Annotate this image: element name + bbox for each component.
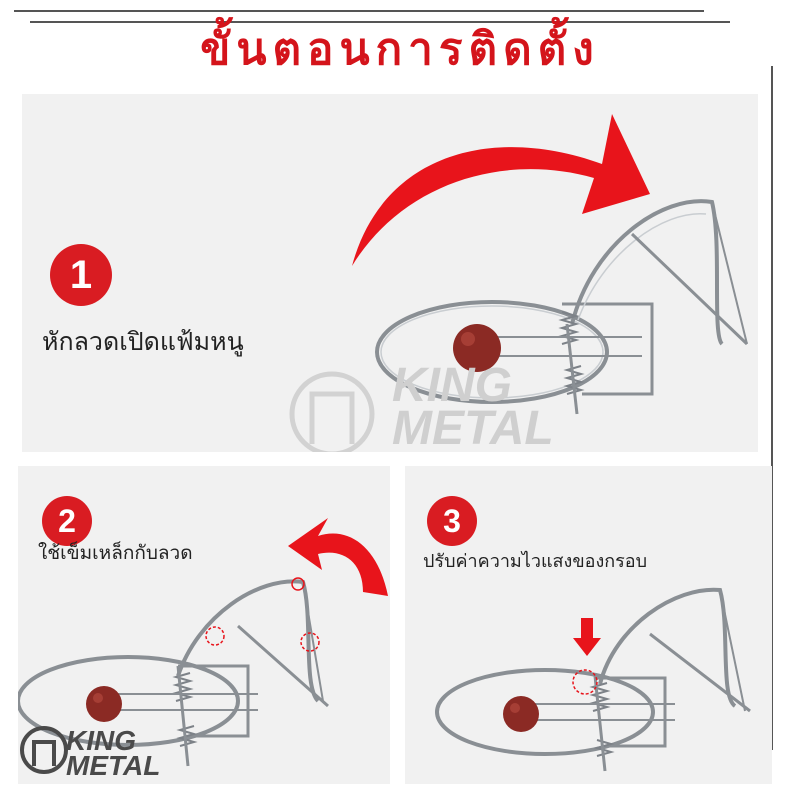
step-2-badge: 2	[42, 496, 92, 546]
step-3-panel: 3 ปรับค่าความไวแสงของกรอบ	[405, 466, 772, 784]
highlight-circle	[572, 669, 598, 695]
step-1-illustration	[352, 114, 749, 415]
watermark-king: KING METAL	[66, 725, 161, 782]
down-arrow-icon	[573, 618, 601, 656]
step-1-panel: 1 หักลวดเปิดแฟ้มหนู KING METAL	[22, 94, 758, 452]
watermark-emblem-icon	[20, 726, 68, 774]
step-3-illustration	[435, 587, 751, 772]
step-2-illustration	[18, 518, 388, 767]
watermark-line2: METAL	[66, 750, 161, 782]
watermark-emblem-icon	[289, 371, 375, 452]
highlight-circle	[205, 626, 225, 646]
watermark-line1: KING	[392, 359, 512, 412]
watermark-king: KING METAL	[392, 359, 554, 452]
step-3-label: ปรับค่าความไวแสงของกรอบ	[423, 551, 648, 572]
step-3-badge: 3	[427, 496, 477, 546]
curved-arrow-icon	[288, 518, 388, 596]
page-title: ขั้นตอนการติดตั้ง	[200, 24, 600, 75]
step-2-panel: 2 ใช้เข็มเหล็กกับลวด KING METAL	[18, 466, 390, 784]
right-rule	[771, 66, 773, 750]
curved-arrow-icon	[352, 114, 650, 266]
watermark-line2: METAL	[392, 402, 554, 452]
top-rule-2	[30, 21, 730, 23]
top-rule-1	[14, 10, 704, 12]
bait-ball-icon	[503, 696, 539, 732]
step-1-label: หักลวดเปิดแฟ้มหนู	[42, 327, 244, 356]
highlight-circle	[300, 632, 320, 652]
step-1-badge: 1	[50, 244, 112, 306]
watermark-line1: KING	[66, 725, 136, 756]
step-2-label: ใช้เข็มเหล็กกับลวด	[38, 542, 193, 564]
